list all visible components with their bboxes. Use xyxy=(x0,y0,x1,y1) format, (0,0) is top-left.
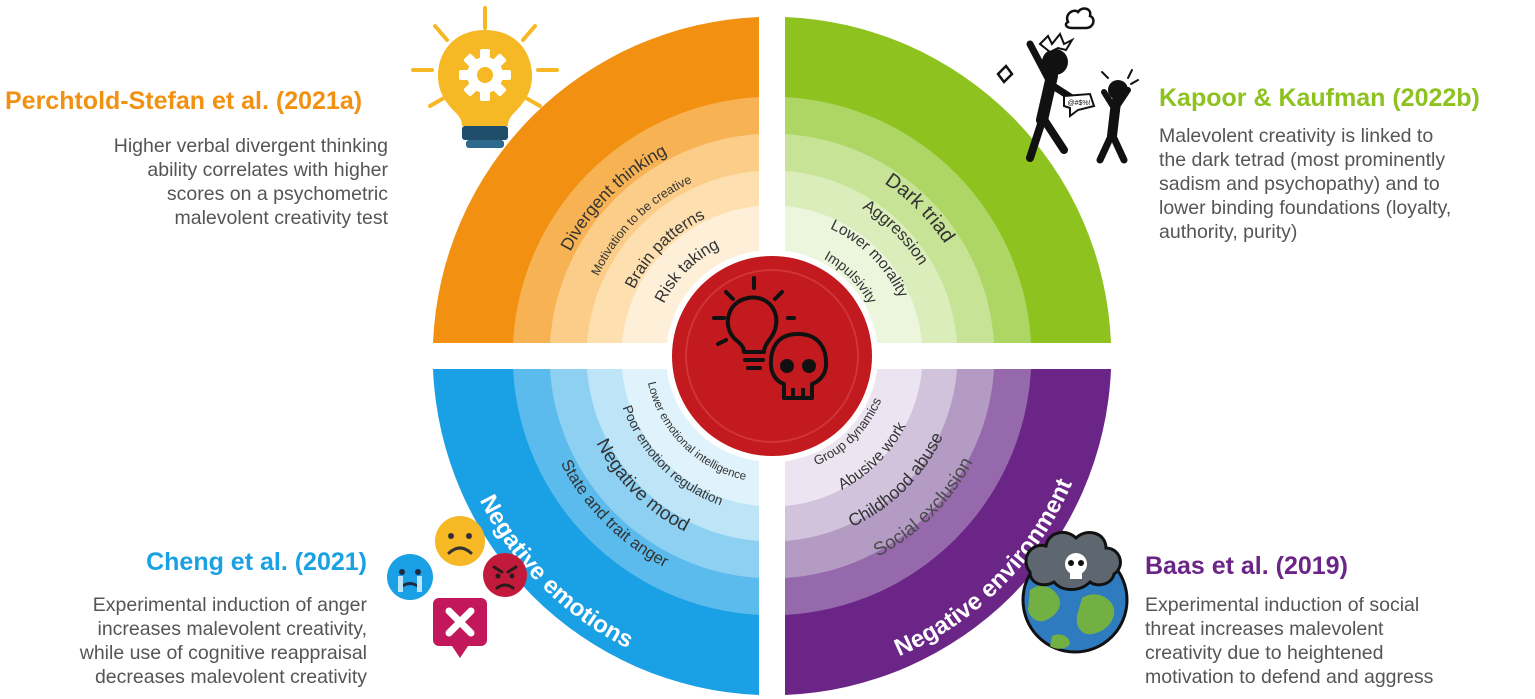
skull-icon xyxy=(768,332,829,400)
citation-environment: Baas et al. (2019) xyxy=(1145,552,1348,580)
polluted-earth-icon xyxy=(1021,530,1129,654)
angry-face-icon xyxy=(483,553,527,597)
finding-emotions: Experimental induction of anger increase… xyxy=(79,594,367,688)
sad-face-icon xyxy=(435,516,485,566)
angry-figures-icon: @#$%! xyxy=(996,7,1139,164)
error-bubble-icon xyxy=(433,598,487,658)
small-skull-icon xyxy=(1065,553,1087,579)
lightbulb-icon xyxy=(712,276,796,370)
crying-face-icon xyxy=(387,554,433,600)
finding-personality: Malevolent creativity is linked to the d… xyxy=(1159,125,1452,243)
finding-environment: Experimental induction of social threat … xyxy=(1145,594,1434,688)
finding-creative: Higher verbal divergent thinking ability… xyxy=(113,135,388,229)
negative-emoji-icon xyxy=(387,516,527,658)
lightbulb-gear-icon xyxy=(411,6,559,148)
svg-text:@#$%!: @#$%! xyxy=(1067,100,1090,107)
citation-creative: Perchtold-Stefan et al. (2021a) xyxy=(5,87,363,115)
citation-emotions: Cheng et al. (2021) xyxy=(146,548,367,576)
citation-personality: Kapoor & Kaufman (2022b) xyxy=(1159,84,1480,112)
